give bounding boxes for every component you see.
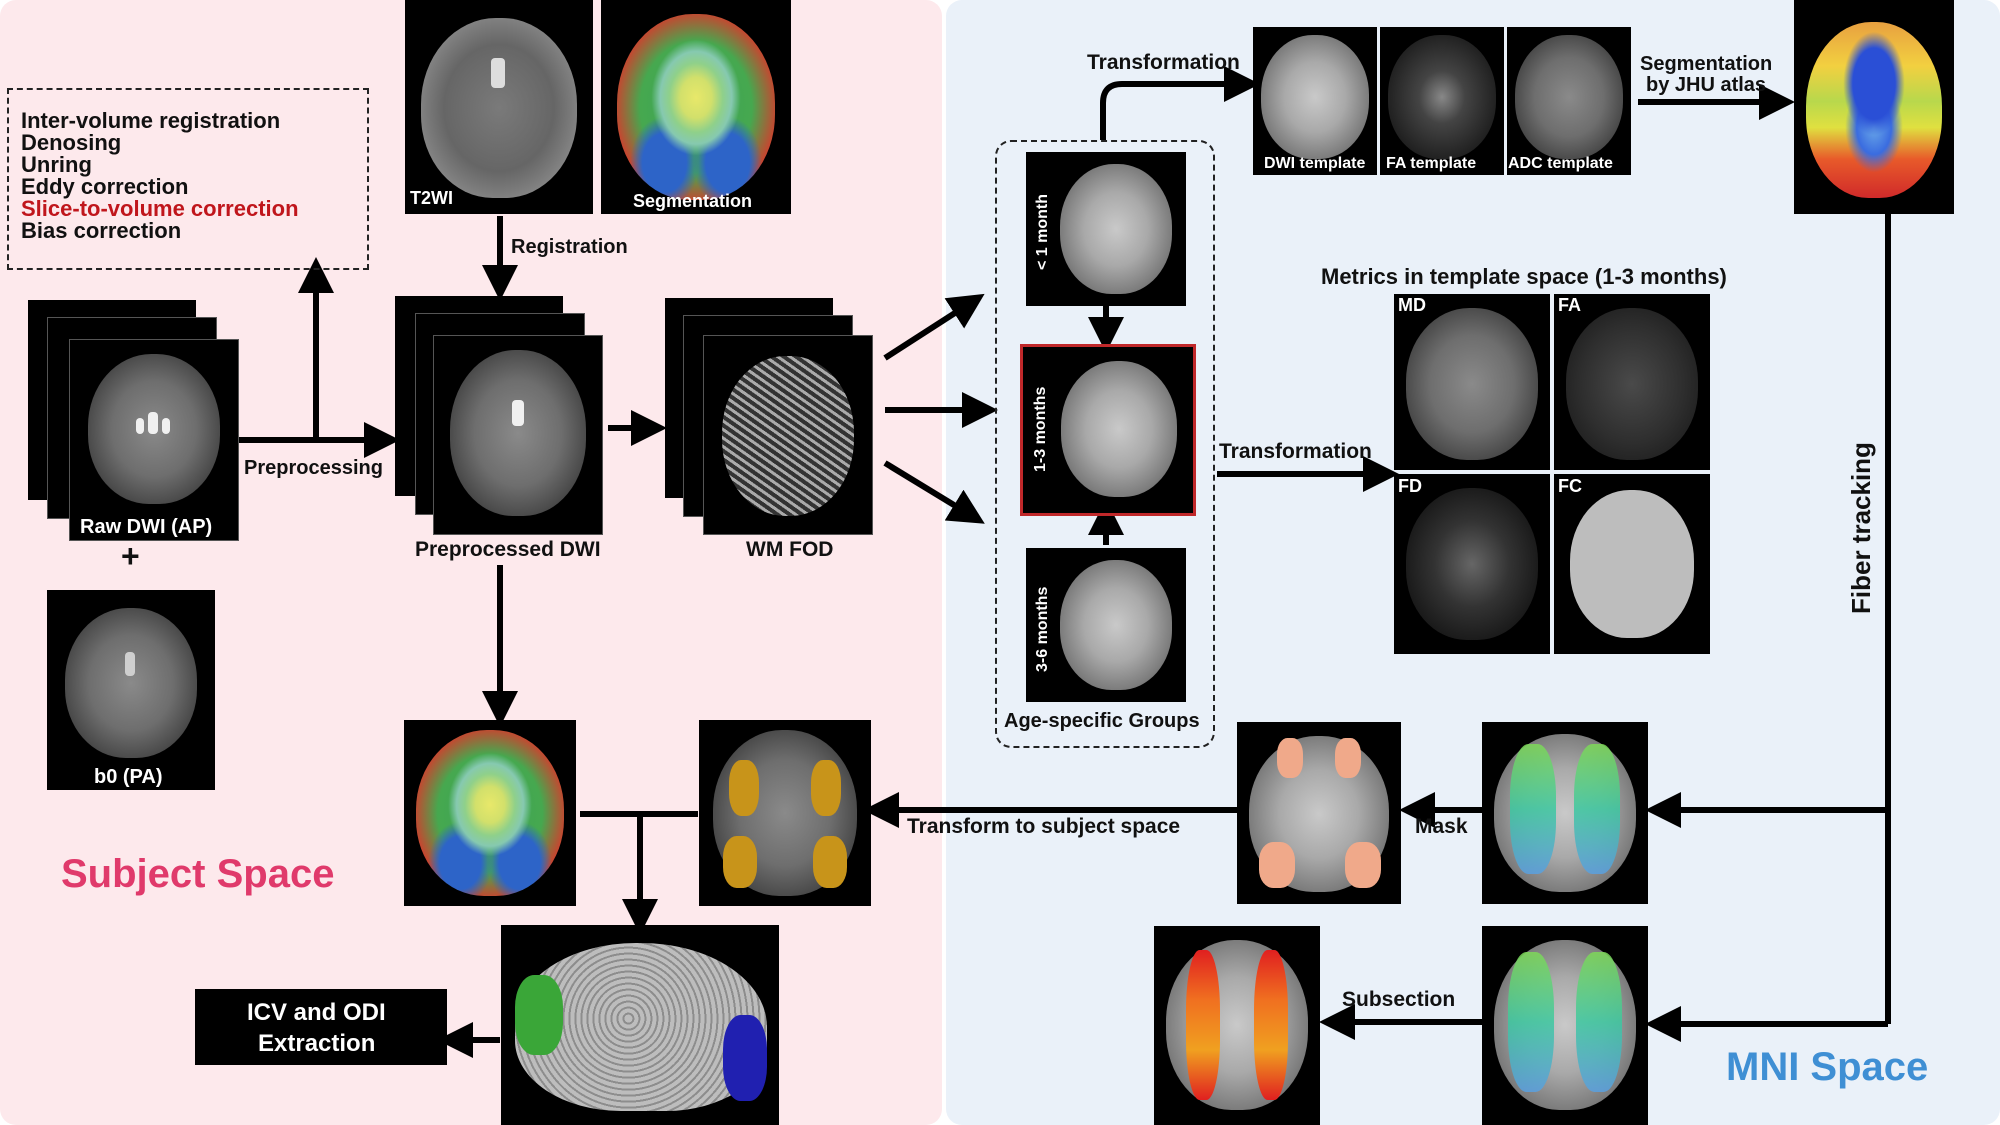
b0-image — [47, 590, 215, 790]
preproc-step-5: Slice-to-volume correction — [21, 196, 299, 221]
arrow-transformation-top — [1100, 66, 1260, 140]
metrics-title: Metrics in template space (1-3 months) — [1321, 264, 1727, 289]
transform-subject-label: Transform to subject space — [907, 815, 1181, 838]
tract-image-2 — [1482, 926, 1648, 1125]
metric-fa-label: FA — [1558, 295, 1582, 315]
metric-fc-image — [1554, 474, 1710, 654]
age-group-lt1-label: < 1 month — [1034, 193, 1051, 270]
registration-label: Registration — [511, 236, 628, 258]
mask-image — [1237, 722, 1401, 904]
age-groups-caption: Age-specific Groups — [1004, 710, 1200, 732]
dwi-template-image — [1253, 27, 1377, 175]
b0-label: b0 (PA) — [94, 766, 163, 788]
metric-md-image — [1394, 294, 1550, 470]
arrow-fod-to-36 — [883, 460, 985, 524]
t2wi-image — [405, 0, 593, 214]
subsection-label: Subsection — [1342, 988, 1456, 1011]
fa-template-label: FA template — [1386, 155, 1477, 172]
t2wi-label: T2WI — [410, 188, 453, 208]
metric-md-label: MD — [1398, 295, 1426, 315]
age-group-3-6-label: 3-6 months — [1034, 586, 1051, 672]
adc-template-image — [1507, 27, 1631, 175]
subject-mask-image — [699, 720, 871, 906]
segmentation-label: Segmentation — [633, 191, 753, 211]
age-group-3-6-image — [1026, 548, 1186, 702]
preproc-step-3: Unring — [21, 152, 92, 177]
segmentation-image — [601, 0, 791, 214]
preproc-step-1: Inter-volume registration — [21, 108, 281, 133]
cortical-surface-image — [501, 925, 779, 1125]
raw-dwi-image — [69, 339, 239, 541]
age-group-1-3-label: 1-3 months — [1032, 386, 1049, 472]
subject-space-title: Subject Space — [61, 852, 335, 896]
mni-space-title: MNI Space — [1726, 1045, 1929, 1089]
seg-jhu-label-line1: Segmentation — [1640, 53, 1773, 75]
transformation-mid-label: Transformation — [1219, 440, 1372, 463]
preproc-step-2: Denosing — [21, 130, 122, 155]
wm-fod-label: WM FOD — [746, 538, 834, 561]
extraction-label-line1: ICV and ODI — [247, 999, 386, 1026]
fiber-tracking-label: Fiber tracking — [1846, 442, 1876, 614]
dwi-template-label: DWI template — [1264, 155, 1366, 172]
mask-label: Mask — [1415, 815, 1468, 838]
tract-image-1 — [1482, 722, 1648, 904]
metric-fc-label: FC — [1558, 476, 1582, 496]
raw-dwi-label: Raw DWI (AP) — [80, 516, 213, 538]
arrow-fod-to-lt1 — [883, 293, 985, 361]
plus-sign: + — [121, 538, 140, 574]
preproc-step-6: Bias correction — [21, 218, 182, 243]
preprocessing-steps-box — [7, 88, 369, 270]
metric-fd-label: FD — [1398, 476, 1422, 496]
metric-fd-image — [1394, 474, 1550, 654]
subject-segmentation-image — [404, 720, 576, 906]
seg-jhu-label-line2: by JHU atlas — [1646, 74, 1767, 96]
age-group-1-3-image — [1020, 344, 1196, 516]
fa-template-image — [1380, 27, 1504, 175]
wm-fod-image — [703, 335, 873, 535]
preprocessing-label: Preprocessing — [244, 457, 383, 479]
extraction-label-line2: Extraction — [258, 1030, 376, 1057]
age-group-lt1-image — [1026, 152, 1186, 306]
adc-template-label: ADC template — [1508, 155, 1613, 172]
jhu-atlas-image — [1794, 0, 1954, 214]
metric-fa-image — [1554, 294, 1710, 470]
age-groups-box — [995, 140, 1215, 748]
preproc-step-4: Eddy correction — [21, 174, 189, 199]
preproc-dwi-image — [433, 335, 603, 535]
extraction-box — [195, 989, 447, 1065]
preprocessed-dwi-label: Preprocessed DWI — [415, 538, 601, 561]
subsection-image — [1154, 926, 1320, 1125]
transformation-top-label: Transformation — [1087, 51, 1240, 74]
